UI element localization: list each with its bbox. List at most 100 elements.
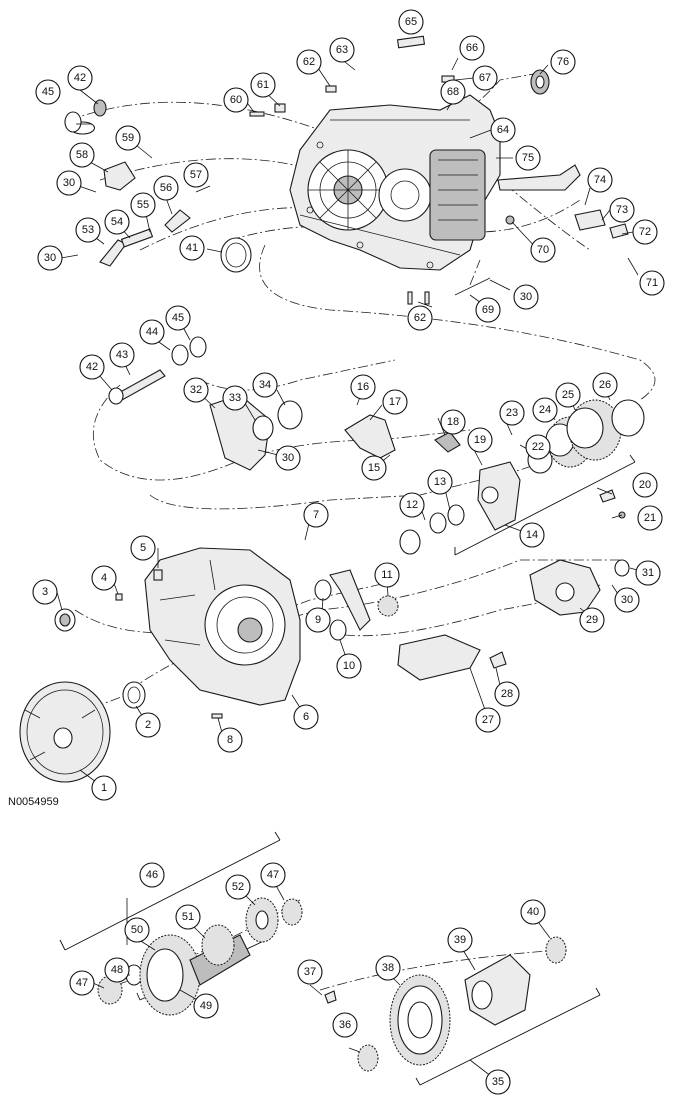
- callout-8: 8: [217, 727, 243, 753]
- svg-text:37: 37: [304, 966, 316, 978]
- callout-76: 76: [550, 49, 576, 75]
- svg-text:47: 47: [267, 869, 279, 881]
- callout-44: 44: [139, 319, 165, 345]
- callout-47-b: 47: [69, 970, 95, 996]
- svg-text:48: 48: [111, 964, 123, 976]
- svg-text:8: 8: [227, 734, 233, 746]
- callout-50: 50: [124, 917, 150, 943]
- callout-20: 20: [632, 472, 658, 498]
- svg-text:13: 13: [434, 476, 446, 488]
- svg-text:38: 38: [382, 962, 394, 974]
- svg-text:11: 11: [381, 569, 392, 581]
- callout-66: 66: [459, 35, 485, 61]
- transfer-gear-assembly: [97, 897, 303, 1016]
- callout-5: 5: [130, 535, 156, 561]
- callout-55: 55: [130, 192, 156, 218]
- callout-61: 61: [250, 72, 276, 98]
- callout-71: 71: [639, 270, 665, 296]
- svg-text:45: 45: [42, 86, 54, 98]
- svg-text:16: 16: [357, 381, 369, 393]
- callout-36: 36: [332, 1012, 358, 1038]
- svg-text:25: 25: [562, 389, 574, 401]
- callout-45-a: 45: [35, 79, 61, 105]
- svg-text:62: 62: [303, 56, 315, 68]
- callout-41: 41: [179, 235, 205, 261]
- svg-text:18: 18: [447, 416, 459, 428]
- svg-text:17: 17: [389, 396, 401, 408]
- callout-47-a: 47: [260, 862, 286, 888]
- svg-text:35: 35: [492, 1076, 504, 1088]
- callout-70: 70: [530, 237, 556, 263]
- callout-48: 48: [104, 957, 130, 983]
- callouts: 1 2 3 4 5 6 7 8 9 10 11 12 13 14 15 16 1…: [32, 9, 665, 1095]
- svg-text:59: 59: [122, 132, 134, 144]
- svg-text:58: 58: [76, 149, 88, 161]
- svg-text:27: 27: [482, 714, 494, 726]
- callout-34: 34: [252, 372, 278, 398]
- callout-57: 57: [183, 162, 209, 188]
- torque-converter: [19, 681, 111, 783]
- svg-text:30: 30: [63, 177, 75, 189]
- callout-31: 31: [635, 560, 661, 586]
- callout-13: 13: [427, 469, 453, 495]
- callout-12: 12: [399, 492, 425, 518]
- svg-text:43: 43: [116, 349, 128, 361]
- svg-text:41: 41: [186, 242, 198, 254]
- svg-text:42: 42: [74, 72, 86, 84]
- callout-2: 2: [135, 712, 161, 738]
- callout-40: 40: [520, 899, 546, 925]
- svg-text:67: 67: [479, 72, 491, 84]
- callout-9: 9: [305, 607, 331, 633]
- differential-assembly: [324, 936, 567, 1072]
- callout-75: 75: [515, 145, 541, 171]
- svg-text:26: 26: [599, 379, 611, 391]
- callout-69: 69: [475, 297, 501, 323]
- callout-64: 64: [490, 117, 516, 143]
- svg-text:75: 75: [522, 152, 534, 164]
- svg-text:60: 60: [230, 94, 242, 106]
- callout-11: 11: [374, 562, 400, 588]
- callout-52: 52: [225, 874, 251, 900]
- svg-text:30: 30: [282, 452, 294, 464]
- svg-text:47: 47: [76, 977, 88, 989]
- svg-text:49: 49: [200, 1000, 212, 1012]
- callout-30-d: 30: [275, 445, 301, 471]
- callout-42-a: 42: [67, 65, 93, 91]
- svg-text:39: 39: [454, 934, 466, 946]
- callout-3: 3: [32, 579, 58, 605]
- callout-30-a: 30: [56, 170, 82, 196]
- callout-56: 56: [153, 175, 179, 201]
- callout-62-a: 62: [296, 49, 322, 75]
- callout-10: 10: [336, 653, 362, 679]
- svg-text:74: 74: [594, 174, 606, 186]
- callout-65: 65: [398, 9, 424, 35]
- callout-27: 27: [475, 707, 501, 733]
- svg-text:28: 28: [501, 688, 513, 700]
- callout-22: 22: [525, 434, 551, 460]
- svg-text:34: 34: [259, 379, 271, 391]
- svg-text:51: 51: [182, 911, 194, 923]
- svg-text:1: 1: [101, 782, 107, 794]
- callout-29: 29: [579, 607, 605, 633]
- svg-text:9: 9: [315, 614, 321, 626]
- svg-text:53: 53: [82, 224, 94, 236]
- svg-text:73: 73: [616, 204, 628, 216]
- callout-68: 68: [440, 79, 466, 105]
- callout-30-c: 30: [513, 284, 539, 310]
- callout-6: 6: [293, 704, 319, 730]
- callout-43: 43: [109, 342, 135, 368]
- callout-19: 19: [467, 427, 493, 453]
- svg-text:61: 61: [257, 79, 269, 91]
- figure-id-label: N0054959: [8, 796, 59, 808]
- plate-65: [396, 35, 426, 49]
- svg-text:46: 46: [146, 869, 158, 881]
- svg-text:5: 5: [140, 542, 146, 554]
- svg-text:40: 40: [527, 906, 539, 918]
- svg-text:6: 6: [303, 711, 309, 723]
- svg-text:24: 24: [539, 404, 551, 416]
- middle-small-parts: [54, 336, 645, 719]
- svg-text:21: 21: [644, 512, 656, 524]
- svg-text:30: 30: [621, 594, 633, 606]
- svg-text:70: 70: [537, 244, 549, 256]
